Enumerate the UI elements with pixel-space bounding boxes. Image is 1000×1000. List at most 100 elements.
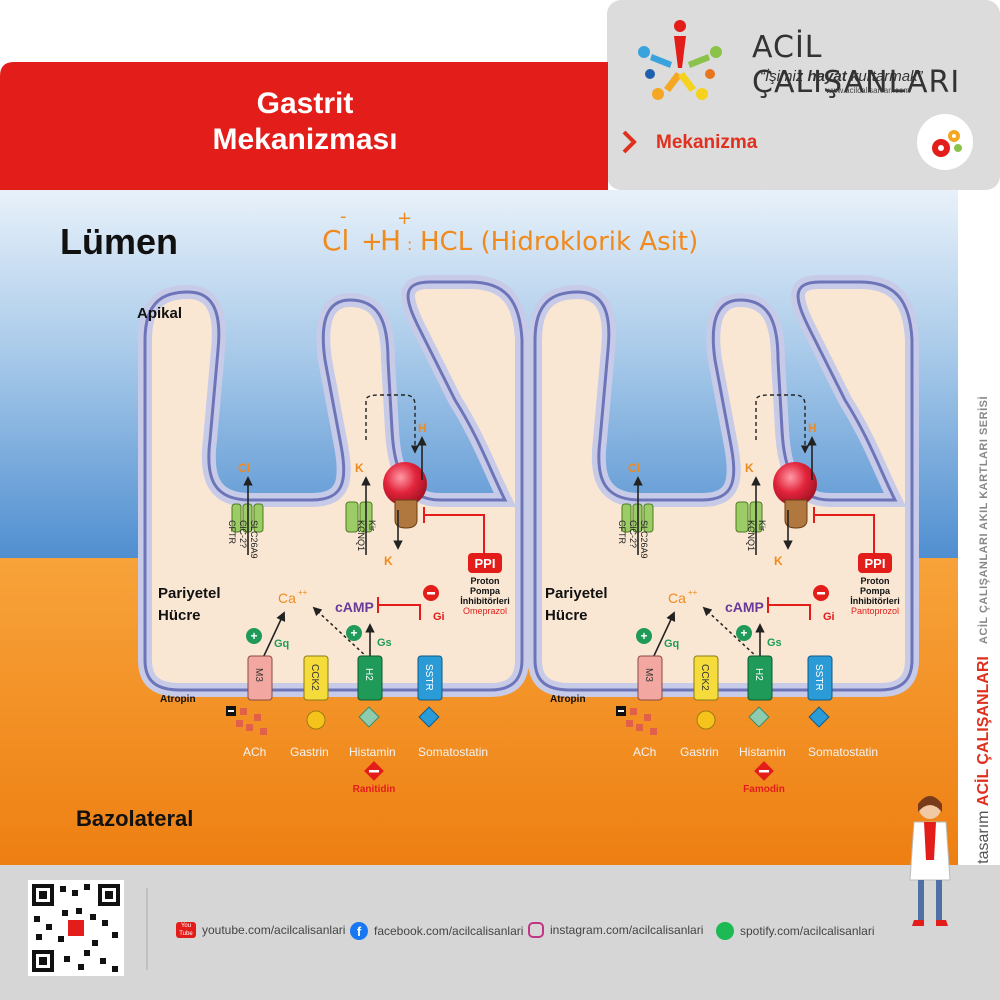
gastrin-molecule: [306, 710, 326, 730]
gq-arrow: [651, 611, 676, 661]
channel-cftr: CFTR: [227, 520, 237, 544]
receptor-sstr: SSTR: [807, 655, 833, 701]
series-label: ACİL ÇALIŞANLARI AKIL KARTLARI SERİSİ: [978, 395, 990, 645]
channel-cftr: CFTR: [617, 520, 627, 544]
k-ion-bottom: K: [774, 554, 783, 568]
cell-name-1: Pariyetel: [158, 585, 221, 602]
design-credit: tasarım ACİL ÇALIŞANLARI: [975, 656, 993, 864]
gi-inhibit-line: [768, 604, 811, 620]
receptor-sstr-label: SSTR: [423, 664, 434, 691]
tab-mekanizma[interactable]: Mekanizma: [656, 132, 758, 153]
gi-label: Gi: [433, 611, 445, 623]
receptor-sstr-label: SSTR: [813, 664, 824, 691]
cl-channel: [231, 503, 242, 533]
ppi-drug: Omeprazol: [463, 606, 507, 616]
ach-molecules: [236, 708, 267, 735]
ppi-desc-3: İnhibitörleri: [850, 596, 900, 606]
receptor-m3: M3: [637, 655, 663, 701]
gs-label: Gs: [377, 637, 392, 649]
minus-sign: [427, 592, 435, 595]
h2-blocker-label: Ranitidin: [353, 784, 396, 795]
proton-pump-base: [394, 499, 418, 529]
channel-slc26a9: SLC26A9: [639, 520, 649, 559]
plus-sign: +: [350, 626, 357, 640]
channel-kcnq1: KCNQ1: [356, 520, 366, 551]
ppi-badge: [468, 553, 502, 573]
channel-kir: Kir: [757, 520, 767, 531]
atropin-label: Atropin: [160, 694, 196, 705]
ligand-histamine: Histamin: [739, 745, 786, 759]
ppi-desc-3: İnhibitörleri: [460, 596, 510, 606]
ligand-gastrin: Gastrin: [290, 745, 329, 759]
gq-label: Gq: [664, 638, 679, 650]
facebook-link[interactable]: f facebook.com/acilcalisanlari: [350, 922, 523, 940]
title-line-2: Mekanizması: [212, 123, 398, 156]
ppi-drug: Pantoprozol: [851, 606, 899, 616]
cell-name-2: Hücre: [158, 607, 201, 624]
h-ion-label: H: [418, 421, 427, 435]
lumen-label: Lümen: [60, 221, 178, 262]
k-recycle-arrow: [755, 394, 810, 454]
acid-h: H: [380, 224, 401, 257]
plus-icon: [736, 625, 752, 641]
title-band: [0, 62, 608, 190]
k-recycle-arrow: [365, 394, 420, 454]
facebook-url: facebook.com/acilcalisanlari: [374, 924, 524, 938]
channel-clc2: ClC-2?: [238, 520, 248, 548]
brand-name: ACİL ÇALIŞANLARI: [752, 30, 961, 100]
instagram-icon: [528, 922, 544, 938]
camp-label: cAMP: [335, 599, 374, 615]
k-ion-top: K: [355, 461, 364, 475]
receptor-cck2-label: CCK2: [309, 664, 320, 691]
instagram-url: instagram.com/acilcalisanlari: [550, 923, 704, 937]
minus-sign: [817, 592, 825, 595]
plus-sign: +: [740, 626, 747, 640]
channel-slc26a9: SLC26A9: [249, 520, 259, 559]
slogan-bold: hayat: [807, 68, 847, 85]
cell-name-2: Hücre: [545, 607, 588, 624]
ca-label: Ca: [278, 590, 296, 606]
youtube-link[interactable]: You Tube youtube.com/acilcalisanlari: [176, 922, 345, 938]
gq-label: Gq: [274, 638, 289, 650]
spotify-link[interactable]: spotify.com/acilcalisanlari: [716, 922, 875, 940]
gs-label: Gs: [767, 637, 782, 649]
brand-slogan: “İşimiz hayat kurtarmak”: [760, 68, 923, 85]
atropin-label: Atropin: [550, 694, 586, 705]
brand-card: [607, 0, 1000, 190]
h2-blocker-label: Famodin: [743, 784, 785, 795]
plus-icon: [636, 628, 652, 644]
spotify-icon: [716, 922, 734, 940]
side-strip: [958, 190, 1000, 865]
ach-molecules: [626, 708, 657, 735]
cell-right-content: Cl K H K PPI Proton Pompa İnhibitörleri …: [545, 394, 900, 795]
gq-arrow: [261, 611, 286, 661]
receptor-cck2: CCK2: [303, 655, 329, 701]
somatostatin-molecule: [808, 706, 830, 728]
ligand-histamine: Histamin: [349, 745, 396, 759]
minus-sign: [369, 770, 379, 773]
design-prefix: tasarım: [975, 810, 992, 864]
proton-pump: [383, 462, 427, 506]
brand-url: www.acilcalisanlari.com: [826, 86, 911, 95]
youtube-icon: You Tube: [176, 922, 196, 938]
histamine-molecule: [748, 706, 770, 728]
ppi-inhibition-line: [424, 514, 485, 555]
slogan-part-1: “İşimiz: [760, 68, 808, 85]
receptor-cck2-label: CCK2: [699, 664, 710, 691]
ca-label: Ca: [668, 590, 686, 606]
instagram-link[interactable]: instagram.com/acilcalisanlari: [528, 922, 703, 938]
plus-icon: [246, 628, 262, 644]
title-line-1: Gastrit: [256, 87, 354, 120]
qr-code[interactable]: [28, 880, 124, 976]
k-channel: [735, 501, 749, 533]
gear-icon[interactable]: [917, 114, 973, 170]
page-title: Gastrit Mekanizması: [0, 86, 610, 158]
ligand-ach: ACh: [633, 745, 656, 759]
ppi-desc-2: Pompa: [860, 586, 891, 596]
ppi-inhibition-line: [814, 514, 875, 555]
k-channel: [345, 501, 359, 533]
gi-label: Gi: [823, 611, 835, 623]
camp-label: cAMP: [725, 599, 764, 615]
receptor-h2-label: H2: [753, 668, 764, 681]
